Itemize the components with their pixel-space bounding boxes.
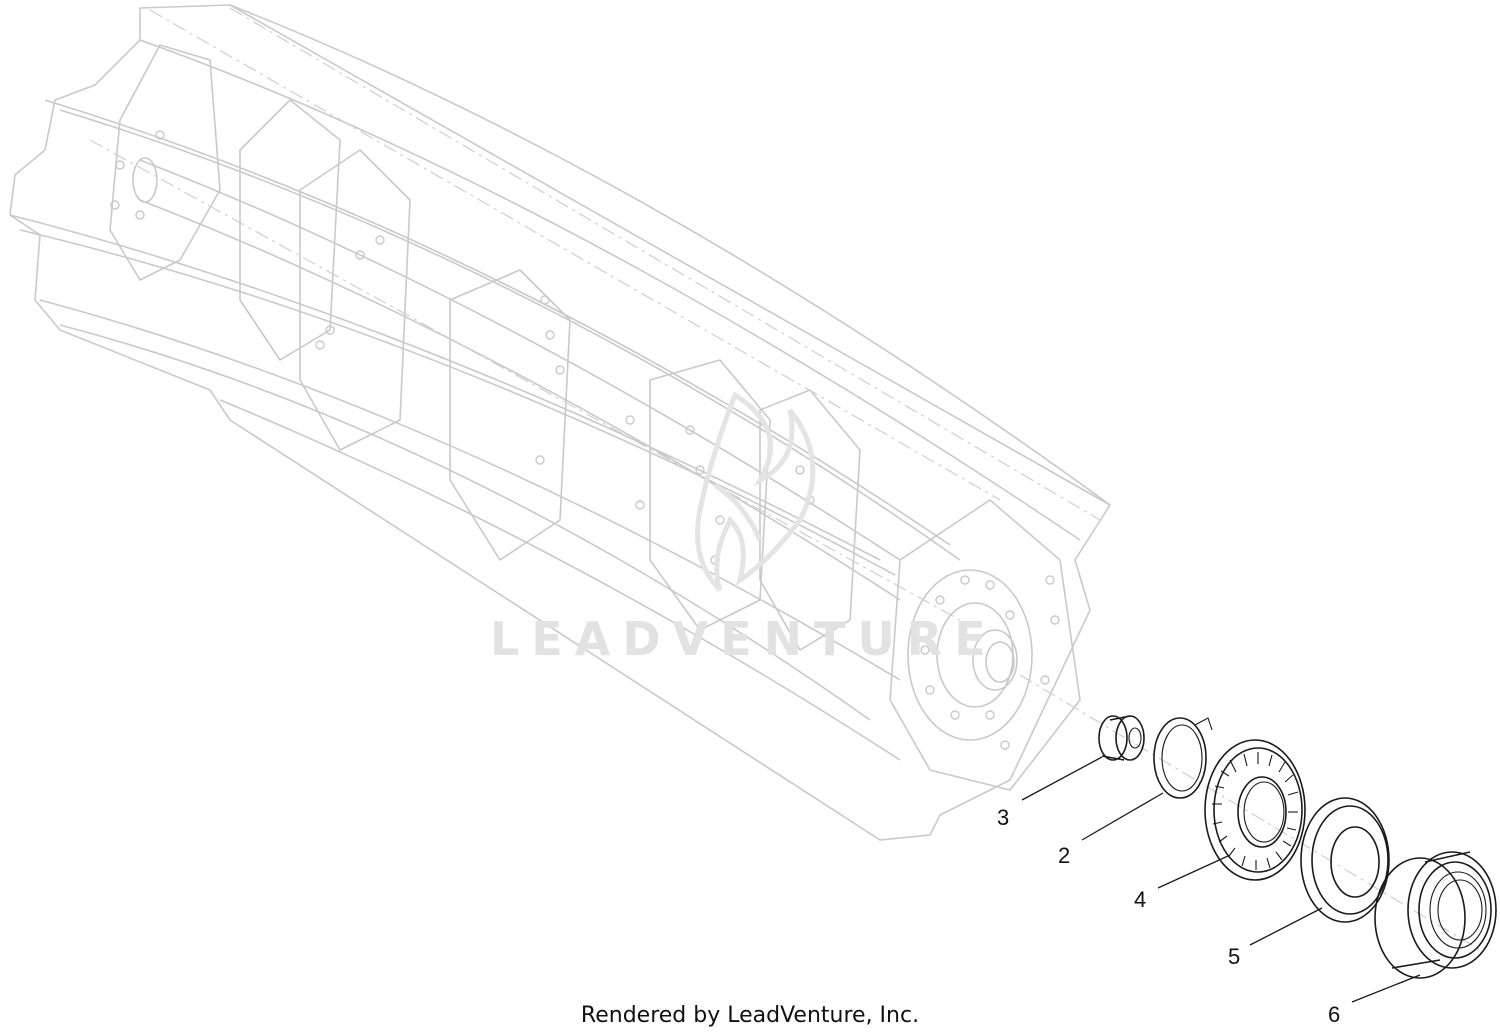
leader-2 bbox=[1081, 792, 1164, 841]
render-credit: Rendered by LeadVenture, Inc. bbox=[580, 1003, 920, 1028]
part-washer bbox=[1300, 797, 1390, 923]
leader-lines bbox=[1021, 756, 1421, 1003]
leader-6 bbox=[1351, 974, 1421, 1003]
callout-4: 4 bbox=[1134, 887, 1146, 912]
flame-logo-icon bbox=[695, 391, 816, 592]
part-thrust-bearing bbox=[1204, 739, 1306, 881]
exploded-parts bbox=[1019, 674, 1497, 979]
callout-2: 2 bbox=[1058, 843, 1070, 868]
leader-5 bbox=[1249, 907, 1323, 946]
part-retaining-ring bbox=[1153, 717, 1213, 799]
callout-5: 5 bbox=[1228, 944, 1240, 969]
watermark: LEADVENTURE bbox=[490, 391, 998, 666]
leader-3 bbox=[1021, 756, 1103, 801]
watermark-text: LEADVENTURE bbox=[490, 612, 998, 666]
callout-6: 6 bbox=[1328, 1002, 1340, 1027]
part-ball-bearing bbox=[1374, 851, 1497, 979]
part-spacer bbox=[1098, 715, 1145, 761]
leader-4 bbox=[1157, 855, 1229, 889]
reel-assembly-phantom bbox=[9, 4, 1111, 841]
callouts: 3 2 4 5 6 bbox=[997, 805, 1340, 1027]
callout-3: 3 bbox=[997, 805, 1009, 830]
